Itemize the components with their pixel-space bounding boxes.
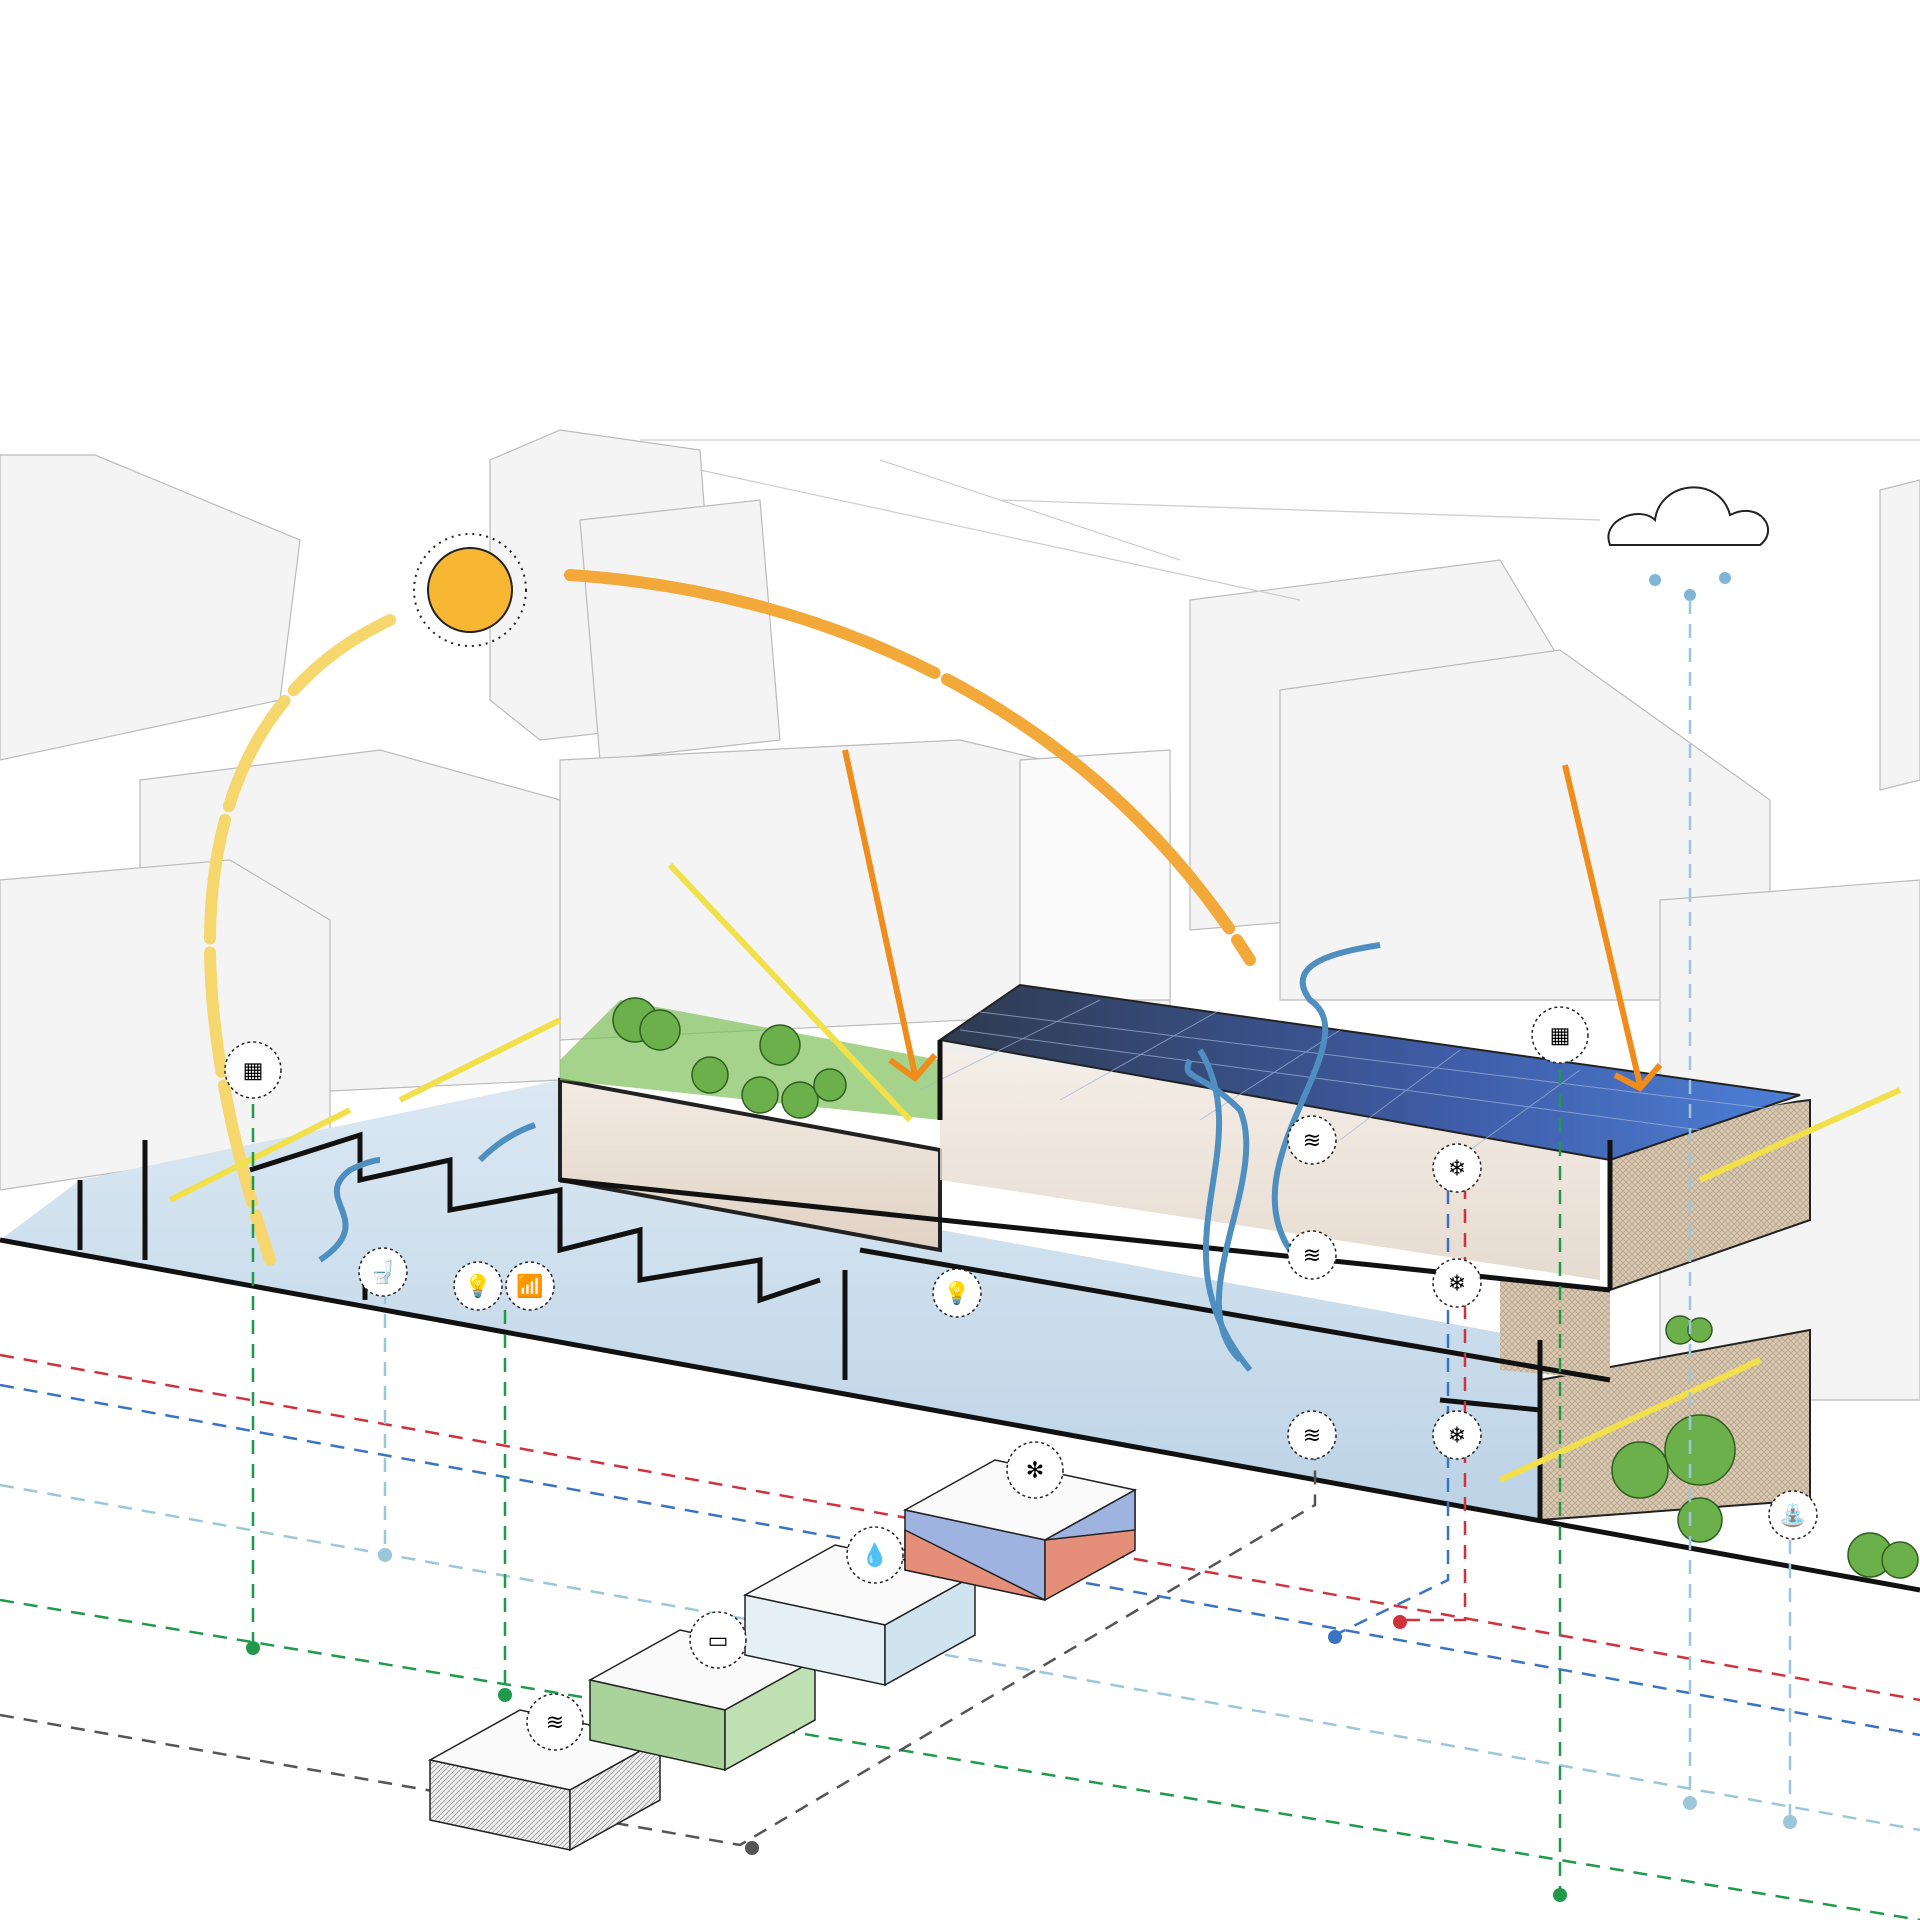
water-drop-icon: 💧 bbox=[846, 1526, 904, 1584]
battery-storage-box bbox=[587, 1629, 818, 1772]
svg-text:✻: ✻ bbox=[1026, 1458, 1044, 1483]
svg-text:⛲: ⛲ bbox=[1779, 1503, 1806, 1529]
svg-text:▦: ▦ bbox=[243, 1058, 264, 1083]
cloud-rain-icon bbox=[1607, 486, 1770, 601]
wifi-icon: 📶 bbox=[505, 1261, 555, 1311]
svg-text:≋: ≋ bbox=[1303, 1128, 1321, 1153]
svg-text:🚽: 🚽 bbox=[369, 1260, 396, 1285]
sun-icon bbox=[413, 533, 527, 647]
sun-path-arc bbox=[204, 569, 1256, 1266]
trees bbox=[612, 997, 1919, 1579]
snowflake-icon: ❄ bbox=[1432, 1410, 1482, 1460]
reflected-light-arrows bbox=[168, 862, 1902, 1483]
solar-roof bbox=[937, 983, 1801, 1162]
service-nodes bbox=[246, 1548, 1797, 1902]
direct-sun-arrows bbox=[842, 749, 1663, 1092]
svg-text:💧: 💧 bbox=[861, 1543, 888, 1568]
svg-text:❄: ❄ bbox=[1448, 1156, 1466, 1181]
ventilation-waves-icon: ≋ bbox=[526, 1693, 584, 1751]
light-bulb-icon: 💡 bbox=[453, 1261, 503, 1311]
toilet-icon: 🚽 bbox=[358, 1247, 408, 1297]
svg-text:≋: ≋ bbox=[1303, 1243, 1321, 1268]
svg-text:≋: ≋ bbox=[546, 1710, 564, 1735]
heat-pump-storage-box bbox=[902, 1459, 1138, 1602]
snowflake-icon: ❄ bbox=[1432, 1143, 1482, 1193]
service-lines bbox=[0, 600, 1920, 1920]
svg-text:📶: 📶 bbox=[516, 1274, 543, 1299]
svg-text:≋: ≋ bbox=[1303, 1423, 1321, 1448]
city-context bbox=[0, 429, 1920, 1401]
air-waves-icon: ≋ bbox=[1287, 1410, 1337, 1460]
svg-text:💡: 💡 bbox=[464, 1274, 491, 1299]
solar-panel-icon: ▦ bbox=[1531, 1006, 1589, 1064]
battery-icon: ▭ bbox=[689, 1611, 747, 1669]
solar-panel-icon: ▦ bbox=[224, 1041, 282, 1099]
watering-can-icon: ⛲ bbox=[1768, 1490, 1818, 1540]
svg-text:💡: 💡 bbox=[943, 1281, 970, 1306]
air-flow-arrows bbox=[318, 942, 1381, 1372]
svg-text:▦: ▦ bbox=[1550, 1023, 1571, 1048]
air-waves-icon: ≋ bbox=[1287, 1115, 1337, 1165]
svg-text:❄: ❄ bbox=[1448, 1423, 1466, 1448]
svg-text:▭: ▭ bbox=[708, 1628, 729, 1653]
svg-text:❄: ❄ bbox=[1448, 1271, 1466, 1296]
air-waves-icon: ≋ bbox=[1287, 1230, 1337, 1280]
heat-pump-icon: ✻ bbox=[1006, 1441, 1064, 1499]
snowflake-icon: ❄ bbox=[1432, 1258, 1482, 1308]
light-bulb-icon: 💡 bbox=[932, 1268, 982, 1318]
